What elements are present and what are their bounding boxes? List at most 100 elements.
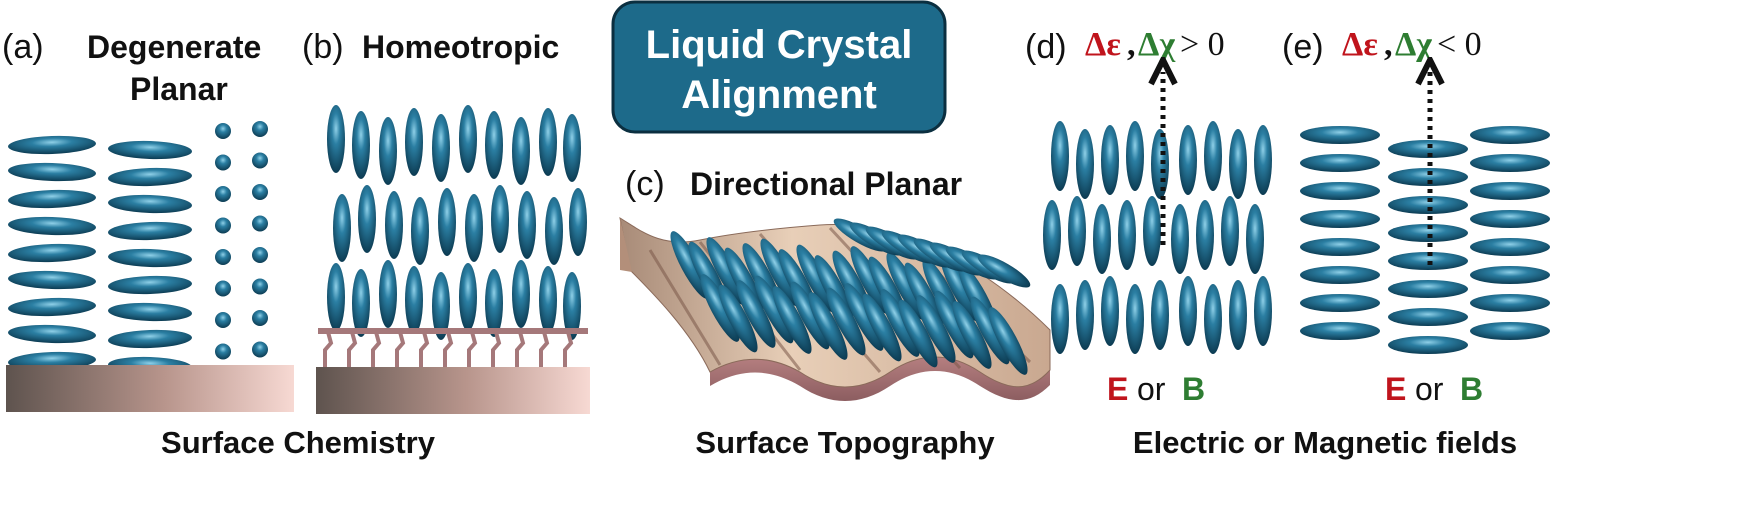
lc-molecule	[333, 194, 351, 262]
panel-e-field-or: or	[1415, 371, 1444, 407]
lc-molecule	[215, 123, 231, 139]
lc-molecule	[1300, 126, 1380, 144]
lc-molecule	[844, 283, 884, 351]
lc-molecule	[886, 252, 926, 320]
lc-molecule	[563, 272, 581, 340]
panel-b-anchor-chains	[318, 328, 588, 367]
lc-molecule	[1068, 196, 1086, 266]
lc-molecule	[252, 152, 268, 169]
caption-surface-chemistry: Surface Chemistry	[161, 425, 436, 460]
lc-molecule	[512, 117, 530, 185]
lc-molecule	[1300, 154, 1380, 172]
lc-molecule	[952, 301, 992, 369]
lc-molecule	[1470, 126, 1550, 144]
lc-molecule	[850, 246, 890, 314]
lc-molecule	[539, 266, 557, 334]
lc-molecule	[215, 343, 231, 360]
lc-molecule	[1470, 322, 1550, 340]
lc-molecule	[8, 162, 96, 182]
lc-molecule	[465, 194, 483, 262]
lc-molecule	[736, 280, 776, 348]
lc-molecule	[1388, 336, 1468, 354]
lc-molecule	[108, 248, 192, 268]
lc-molecule	[539, 108, 557, 176]
lc-molecule	[438, 188, 456, 256]
lc-molecule	[215, 249, 231, 265]
panel-e-field-e: E	[1385, 371, 1406, 407]
lc-molecule	[1143, 196, 1161, 266]
anchor-chain	[395, 331, 406, 367]
lc-molecule	[252, 184, 268, 200]
lc-molecule	[379, 260, 397, 328]
panel-c-label: Directional Planar	[690, 166, 962, 202]
lc-molecule	[352, 269, 370, 337]
panel-b-molecules	[327, 105, 587, 340]
lc-molecule	[826, 287, 866, 356]
lc-molecule	[379, 117, 397, 185]
lc-molecule	[108, 221, 192, 241]
lc-molecule	[796, 244, 836, 313]
panel-a: (a) Degenerate Planar	[2, 28, 294, 412]
anchor-chain	[347, 331, 358, 367]
lc-molecule	[252, 278, 268, 295]
lc-molecule	[1300, 322, 1380, 340]
lc-molecule	[977, 254, 1031, 288]
lc-molecule	[485, 111, 503, 179]
lc-molecule	[916, 295, 956, 363]
lc-molecule	[215, 312, 231, 328]
lc-molecule	[1101, 125, 1119, 195]
panel-c: (c) Directional Planar	[619, 165, 1051, 401]
lc-molecule	[1470, 266, 1550, 284]
lc-molecule	[1126, 284, 1144, 354]
lc-molecule	[491, 185, 509, 253]
panel-e-condition: < 0	[1437, 26, 1482, 63]
lc-molecule	[108, 275, 192, 295]
lc-molecule	[252, 341, 268, 358]
lc-molecule	[459, 105, 477, 173]
panel-d-letter: (d)	[1025, 28, 1067, 66]
panel-a-molecules	[8, 121, 268, 376]
lc-molecule	[8, 243, 96, 263]
lc-molecule	[405, 108, 423, 176]
lc-molecule	[8, 135, 96, 155]
panel-c-molecules	[670, 218, 1031, 375]
lc-molecule	[1101, 276, 1119, 346]
wavy-surface-side	[710, 357, 1050, 401]
lc-molecule	[934, 290, 974, 359]
lc-molecule	[352, 111, 370, 179]
lc-molecule	[1179, 276, 1197, 346]
lc-molecule	[8, 297, 96, 317]
lc-molecule	[1229, 129, 1247, 199]
title-line-2: Alignment	[681, 73, 877, 117]
lc-molecule	[988, 307, 1028, 375]
lc-molecule	[1388, 140, 1468, 158]
lc-molecule	[1151, 129, 1169, 199]
lc-molecule	[1093, 204, 1111, 274]
panel-e-delta-chi: Δχ	[1395, 26, 1432, 63]
lc-molecule	[8, 189, 96, 209]
panel-a-letter: (a)	[2, 28, 44, 66]
lc-molecule	[215, 217, 231, 234]
panel-d-delta-eps: Δε	[1085, 26, 1121, 63]
lc-molecule	[1388, 196, 1468, 214]
lc-molecule	[1043, 200, 1061, 270]
lc-molecule	[808, 292, 848, 360]
lc-molecule	[1126, 121, 1144, 191]
anchor-chain	[371, 331, 382, 367]
lc-molecule	[215, 280, 231, 297]
lc-molecule	[772, 286, 812, 354]
lc-molecule	[1300, 294, 1380, 312]
lc-molecule	[1221, 196, 1239, 266]
panel-b: (b) Homeotropic	[302, 28, 590, 414]
lc-molecule	[252, 247, 268, 263]
lc-molecule	[1076, 129, 1094, 199]
lc-molecule	[1051, 121, 1069, 191]
lc-molecule	[1388, 168, 1468, 186]
title-box: Liquid Crystal Alignment	[611, 0, 947, 134]
lc-molecule	[215, 154, 231, 171]
lc-molecule	[754, 275, 794, 344]
panel-e-delta-eps: Δε	[1342, 26, 1378, 63]
lc-molecule	[700, 274, 740, 342]
lc-molecule	[518, 191, 536, 259]
panel-e-letter: (e)	[1282, 28, 1324, 66]
